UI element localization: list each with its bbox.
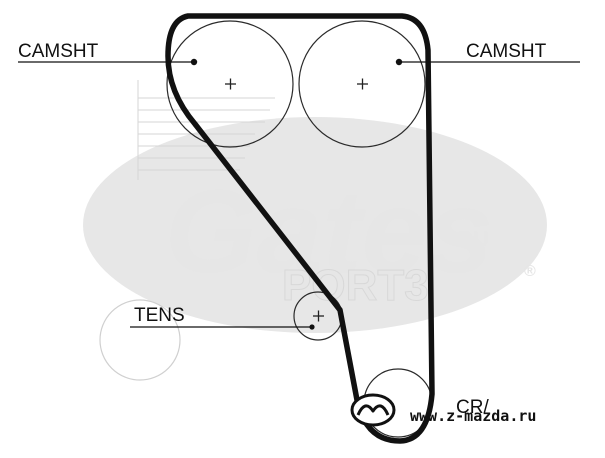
camshaft-right-dot <box>395 58 403 66</box>
watermark-logo-text: Gates <box>165 166 493 298</box>
site-url: www.z-mazda.ru <box>410 407 536 425</box>
pulley-centers <box>225 78 368 322</box>
camshaft-right-label: CAMSHT <box>466 41 547 62</box>
tensioner-label: TENS <box>134 305 185 326</box>
camshaft-right-center-icon <box>357 78 368 90</box>
mazda-logo-icon <box>350 393 396 427</box>
camshaft-left-dot <box>190 58 198 66</box>
watermark-lines <box>137 80 275 180</box>
camshaft-left-label: CAMSHT <box>18 41 99 62</box>
camshaft-right-pulley <box>298 20 426 148</box>
leader-lines <box>18 61 580 328</box>
faint-circle <box>99 299 181 381</box>
watermark-overlay-text: PORT3 <box>282 261 429 310</box>
timing-belt <box>165 13 435 444</box>
gates-watermark: Gates PORT3 RU ® <box>83 80 547 333</box>
tensioner-center-icon <box>313 310 324 322</box>
crankshaft-label: CR/ <box>456 397 489 418</box>
camshaft-left-center-icon <box>225 78 236 90</box>
camshaft-left-pulley <box>166 20 294 148</box>
watermark-ru-text: RU <box>457 227 489 252</box>
tensioner-dot <box>309 324 315 330</box>
watermark-registered-mark: ® <box>524 263 536 280</box>
